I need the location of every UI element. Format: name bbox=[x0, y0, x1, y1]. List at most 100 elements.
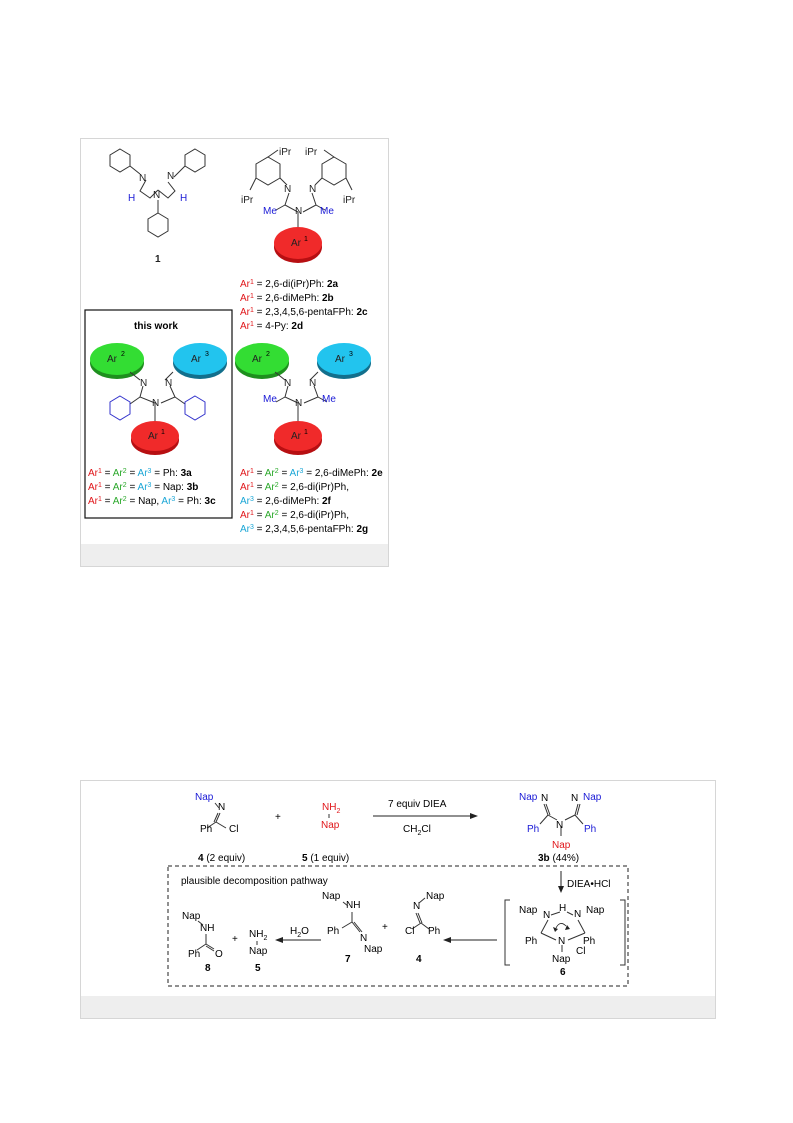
compound-2efg-ar2-superscript: 2 bbox=[266, 351, 270, 358]
compound-3-ar2-label: Ar bbox=[107, 354, 118, 365]
compound-2-ipr-top-left: iPr bbox=[279, 147, 292, 158]
compound-3-ar1-disk bbox=[131, 421, 179, 451]
compound-2efg-structure: Ar 2 Ar 3 N N N Me Me Ar 1 bbox=[235, 343, 371, 455]
compound-7-label: 7 bbox=[345, 954, 351, 965]
intermediate-6-n-left: N bbox=[543, 910, 550, 921]
compound-2-ar1-label: Ar bbox=[291, 238, 302, 249]
legend-3c: Ar1 = Ar2 = Nap, Ar3 = Ph: 3c bbox=[88, 496, 216, 507]
compound-2-aryl-left bbox=[255, 156, 281, 186]
reaction-arrow-hydrolysis: H2O bbox=[275, 926, 321, 943]
compound-7-nap-bottom: Nap bbox=[364, 944, 383, 955]
byproduct-arrow: DIEA•HCl bbox=[558, 871, 611, 893]
plus-sign-top: + bbox=[275, 812, 281, 823]
legend-2g-line2: Ar3 = 2,3,4,5,6-pentaFPh: 2g bbox=[240, 524, 368, 535]
compound-3-n-center: N bbox=[152, 398, 159, 409]
compound-2-me-right: Me bbox=[320, 206, 334, 217]
regenerated-4-n: N bbox=[413, 901, 420, 912]
compound-2-core-structure: iPr iPr iPr iPr N N N Me Me Ar 1 bbox=[241, 147, 356, 263]
compound-1-phenyl-bottom bbox=[147, 212, 169, 238]
compound-3-legend: Ar1 = Ar2 = Ar3 = Ph: 3a Ar1 = Ar2 = Ar3… bbox=[88, 468, 216, 507]
compound-1-n-right: N bbox=[167, 171, 174, 182]
compound-1-h-left: H bbox=[128, 193, 135, 204]
product-3b-caption: 3b (44%) bbox=[538, 853, 579, 864]
compound-2-ar1-superscript: 1 bbox=[304, 236, 308, 243]
figure-2-footer-bar bbox=[81, 996, 715, 1018]
compound-3-ar3-superscript: 3 bbox=[205, 351, 209, 358]
figure-2-panel bbox=[80, 780, 716, 1019]
regenerated-4-ph: Ph bbox=[428, 926, 440, 937]
compound-2-n-center: N bbox=[295, 206, 302, 217]
compound-2efg-legend: Ar1 = Ar2 = Ar3 = 2,6-diMePh: 2e Ar1 = A… bbox=[240, 468, 383, 535]
legend-2c: Ar1 = 2,3,4,5,6-pentaFPh: 2c bbox=[240, 307, 368, 318]
reactant-5-nh2: NH2 bbox=[322, 802, 340, 815]
reactant-4-n: N bbox=[218, 802, 225, 813]
compound-2efg-ar3-disk bbox=[317, 343, 371, 375]
compound-2efg-ar3-superscript: 3 bbox=[349, 351, 353, 358]
reactant-5-caption: 5 (1 equiv) bbox=[302, 853, 349, 864]
product-5-nh2: NH2 bbox=[249, 929, 267, 942]
compound-2efg-ar1-label: Ar bbox=[291, 431, 302, 442]
compound-2efg-n-center: N bbox=[295, 398, 302, 409]
compound-8-ph: Ph bbox=[188, 949, 200, 960]
compound-1-phenyl-left bbox=[109, 148, 131, 173]
compound-1-phenyl-right bbox=[184, 148, 206, 173]
compound-2efg-n-left: N bbox=[284, 378, 291, 389]
product-3b: Nap N N Nap Ph N Ph Nap 3b (44%) bbox=[519, 792, 602, 864]
compound-3-ar3-disk bbox=[173, 343, 227, 375]
legend-2a: Ar1 = 2,6-di(iPr)Ph: 2a bbox=[240, 279, 339, 290]
regenerated-4-cl: Cl bbox=[405, 926, 414, 937]
compound-2-n-right: N bbox=[309, 184, 316, 195]
legend-3b: Ar1 = Ar2 = Ar3 = Nap: 3b bbox=[88, 482, 198, 493]
product-5-nap: Nap bbox=[249, 946, 268, 957]
compound-1-h-right: H bbox=[180, 193, 187, 204]
compound-3-phenyl-right bbox=[184, 395, 206, 421]
intermediate-6-cl: Cl bbox=[576, 946, 585, 957]
compound-2-aryl-right bbox=[321, 156, 347, 186]
compound-2efg-n-right: N bbox=[309, 378, 316, 389]
water-label: H2O bbox=[290, 926, 309, 939]
product-3b-ph-left: Ph bbox=[527, 824, 539, 835]
product-3b-ph-right: Ph bbox=[584, 824, 596, 835]
legend-2f-line1: Ar1 = Ar2 = 2,6-di(iPr)Ph, bbox=[240, 482, 349, 493]
compound-7-n: N bbox=[360, 933, 367, 944]
compound-2-n-left: N bbox=[284, 184, 291, 195]
compound-1-n-left: N bbox=[139, 173, 146, 184]
product-5-label: 5 bbox=[255, 963, 261, 974]
product-3b-nap-bottom: Nap bbox=[552, 840, 571, 851]
compound-2-ipr-bottom-left: iPr bbox=[241, 195, 254, 206]
compound-8-nh: NH bbox=[200, 923, 214, 934]
compound-8-o: O bbox=[215, 949, 223, 960]
product-3b-n-left: N bbox=[541, 793, 548, 804]
compound-8-label: 8 bbox=[205, 963, 211, 974]
intermediate-6-n-right: N bbox=[574, 909, 581, 920]
regenerated-4-nap: Nap bbox=[426, 891, 445, 902]
compound-2-ipr-top-right: iPr bbox=[305, 147, 318, 158]
compound-3-ar3-label: Ar bbox=[191, 354, 202, 365]
reactant-4-nap: Nap bbox=[195, 792, 214, 803]
compound-2efg-me-left: Me bbox=[263, 394, 277, 405]
intermediate-6: Nap N H N Nap Ph N Ph Cl Nap 6 bbox=[504, 899, 626, 978]
figure-1-footer-bar bbox=[81, 544, 388, 566]
compound-2efg-ar2-label: Ar bbox=[252, 354, 263, 365]
solvent-label: CH2Cl bbox=[403, 824, 431, 837]
intermediate-6-nap-bottom: Nap bbox=[552, 954, 571, 965]
compound-2efg-ar1-disk bbox=[274, 421, 322, 451]
product-3b-n-center: N bbox=[556, 820, 563, 831]
compound-2-ar1-disk bbox=[274, 227, 322, 259]
reagent-label: 7 equiv DIEA bbox=[388, 799, 447, 810]
compound-2efg-ar3-label: Ar bbox=[335, 354, 346, 365]
compound-1-label: 1 bbox=[155, 254, 161, 265]
compound-7: Nap NH Ph N Nap 7 bbox=[322, 891, 383, 965]
compound-3-phenyl-left bbox=[109, 395, 131, 421]
legend-2d: Ar1 = 4-Py: 2d bbox=[240, 321, 303, 332]
reaction-arrow-main: 7 equiv DIEA CH2Cl bbox=[373, 799, 478, 837]
compound-3-n-left: N bbox=[140, 378, 147, 389]
reactant-4: Nap N Ph Cl 4 (2 equiv) bbox=[195, 792, 245, 864]
legend-3a: Ar1 = Ar2 = Ar3 = Ph: 3a bbox=[88, 468, 192, 479]
reactant-4-cl: Cl bbox=[229, 824, 238, 835]
compound-8-nap: Nap bbox=[182, 911, 201, 922]
figure-1-structures: N N N H H 1 iPr iPr iPr iPr N N N Me Me … bbox=[84, 147, 383, 535]
byproduct-label: DIEA•HCl bbox=[567, 879, 611, 890]
intermediate-6-h: H bbox=[559, 903, 566, 914]
legend-2b: Ar1 = 2,6-diMePh: 2b bbox=[240, 293, 334, 304]
